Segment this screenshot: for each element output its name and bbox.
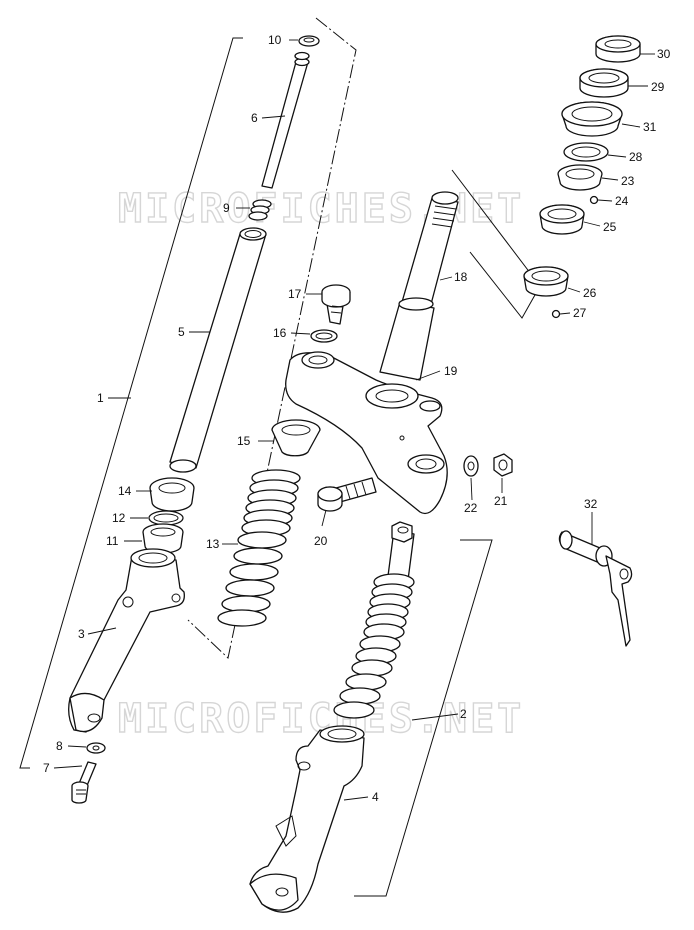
callout-26: 26: [583, 286, 597, 300]
inner-tube-5: [169, 227, 267, 473]
callout-labels: 10 6 9 5 1 14 12 11 13 3 8 7 15 17 16 18…: [43, 33, 671, 804]
nut-21: [493, 453, 513, 477]
steering-stem-18: [379, 191, 459, 381]
bracket-bearing-group: [451, 169, 541, 319]
bracket-left-fork-assembly: [19, 37, 243, 769]
adjust-nut-29: [579, 68, 629, 98]
callout-31: 31: [643, 120, 657, 134]
callout-11: 11: [106, 534, 119, 548]
bracket-inner-tube-group: [187, 17, 357, 659]
dust-seal-14: [149, 477, 195, 512]
callout-1: 1: [97, 391, 104, 405]
steering-lock-32: [558, 530, 633, 647]
pinch-bolt-17: [321, 284, 351, 325]
outer-tube-right-4: [249, 725, 365, 913]
callout-28: 28: [629, 150, 643, 164]
callout-21: 21: [494, 494, 508, 508]
ball-24: [589, 195, 599, 205]
callout-14: 14: [118, 484, 132, 498]
bracket-bolt-20: [317, 477, 377, 512]
outer-tube-left-3: [68, 548, 185, 733]
callout-17: 17: [288, 287, 302, 301]
damper-rod-6: [261, 51, 310, 189]
callout-5: 5: [178, 325, 185, 339]
callout-22: 22: [464, 501, 478, 515]
callout-15: 15: [237, 434, 251, 448]
callout-10: 10: [268, 33, 282, 47]
callout-9: 9: [223, 201, 230, 215]
bracket-right-fork-assembly: [354, 539, 493, 897]
callout-30: 30: [657, 47, 671, 61]
callout-13: 13: [206, 537, 220, 551]
callout-7: 7: [43, 761, 50, 775]
bearing-cone-23: [557, 164, 603, 191]
callout-25: 25: [603, 220, 617, 234]
drain-bolt-7: [71, 761, 97, 804]
callout-32: 32: [584, 497, 598, 511]
callout-12: 12: [112, 511, 126, 525]
callout-23: 23: [621, 174, 635, 188]
ball-27: [551, 309, 561, 319]
fork-cap-10: [298, 35, 320, 47]
washer-22: [463, 455, 479, 477]
callout-19: 19: [444, 364, 458, 378]
leader-lines: [53, 39, 655, 801]
callout-27: 27: [573, 306, 587, 320]
watermark-top: MICROFICHES.NET: [118, 186, 524, 232]
callout-16: 16: [273, 326, 287, 340]
callout-18: 18: [454, 270, 468, 284]
bearing-28: [563, 142, 609, 162]
bearing-cup-26: [523, 266, 569, 297]
callout-6: 6: [251, 111, 258, 125]
callout-8: 8: [56, 739, 63, 753]
lock-nut-30: [595, 35, 641, 63]
rebound-spring-9: [248, 199, 272, 221]
callout-4: 4: [372, 790, 379, 804]
spring-seat-15: [271, 419, 321, 457]
washer-16: [310, 329, 338, 343]
fork-spring-13: [217, 469, 301, 627]
callout-2: 2: [460, 707, 467, 721]
callout-3: 3: [78, 627, 85, 641]
bearing-cup-25: [539, 204, 585, 235]
retainer-ring-12: [148, 510, 184, 526]
callout-24: 24: [615, 194, 629, 208]
callout-20: 20: [314, 534, 328, 548]
steering-lower-bracket-19: [285, 351, 448, 515]
bearing-race-31: [561, 101, 623, 137]
callout-29: 29: [651, 80, 665, 94]
washer-8: [86, 742, 106, 754]
damper-assembly-2: [333, 521, 415, 719]
